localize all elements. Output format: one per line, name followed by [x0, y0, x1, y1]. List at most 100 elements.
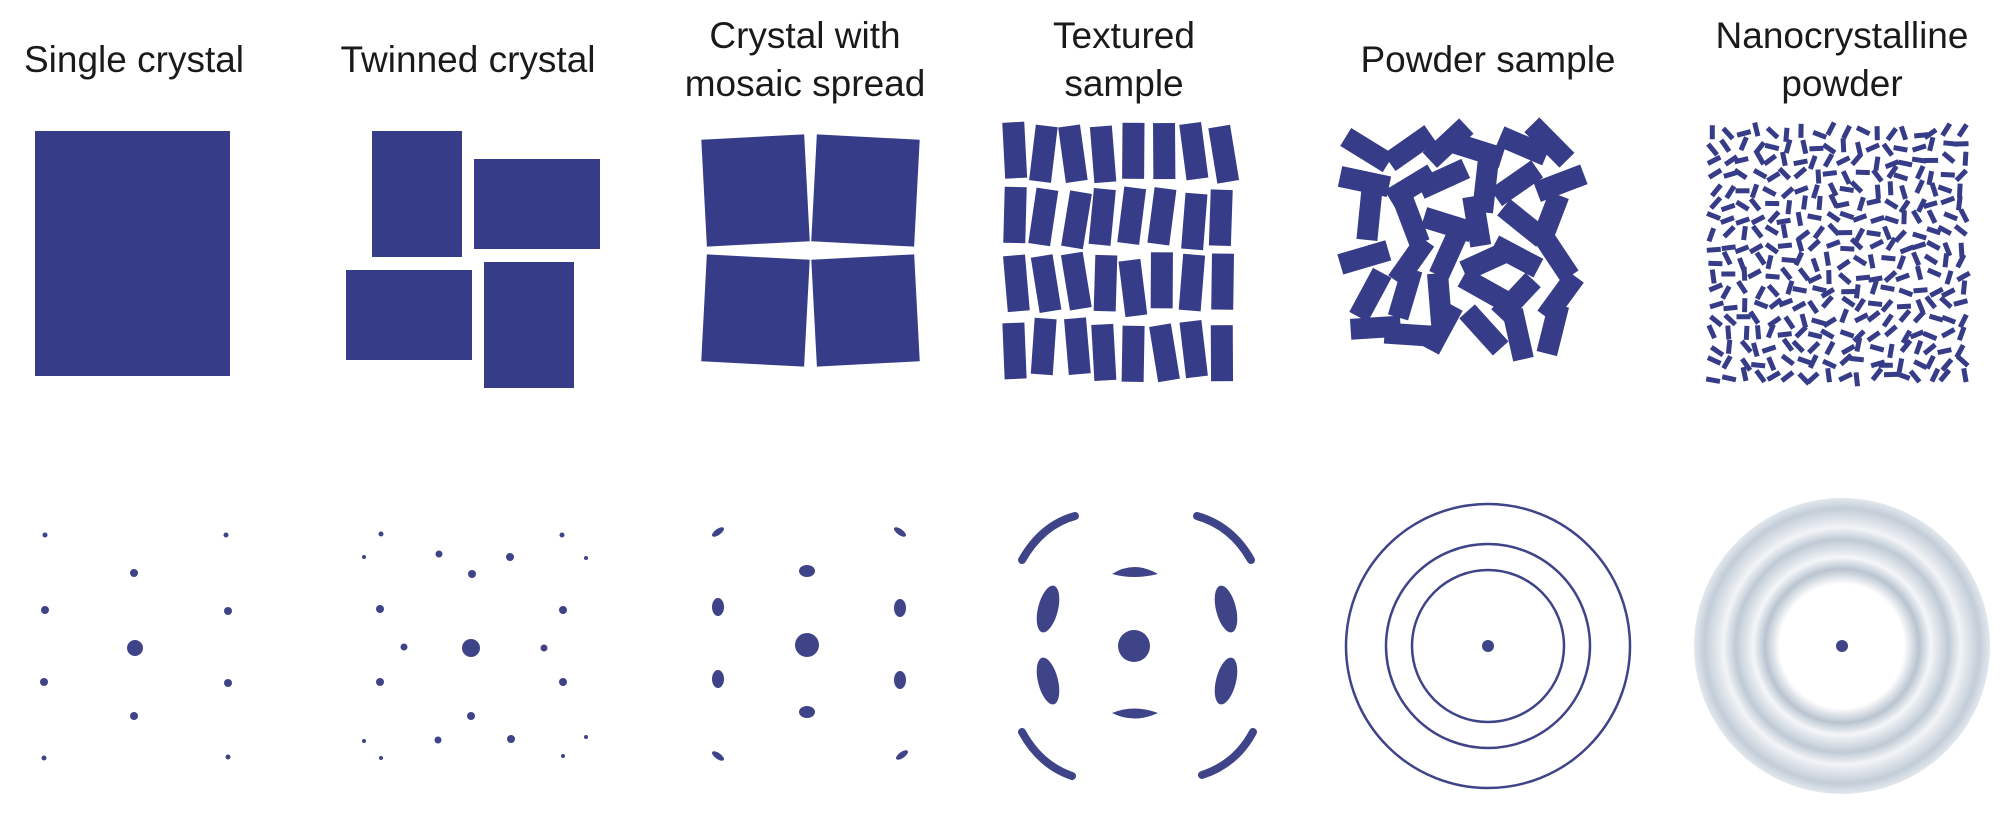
nanocrystal-grain	[1781, 257, 1796, 264]
nanocrystal-grain	[1754, 150, 1766, 166]
nanocrystal-grain	[1709, 196, 1723, 210]
textured-grain	[1153, 123, 1176, 180]
nanocrystal-grain	[1709, 300, 1725, 310]
nanocrystal-grain	[1826, 210, 1841, 223]
nanocrystal-grain	[1778, 297, 1794, 308]
nanocrystal-grain	[1764, 242, 1780, 255]
powder-grain	[1420, 300, 1463, 355]
nanocrystal-grain	[1721, 244, 1736, 252]
nanocrystal-grain	[1791, 300, 1807, 312]
nanocrystal-grain	[1754, 369, 1767, 384]
nanocrystal-grain	[1878, 362, 1893, 368]
powder-grain	[1457, 268, 1512, 311]
nanocrystal-grain	[1807, 354, 1819, 369]
nanocrystal-grain	[1750, 214, 1766, 226]
nanocrystal-grain	[1849, 237, 1864, 251]
textured-grain	[1089, 125, 1117, 184]
nanocrystal-grain	[1896, 358, 1905, 373]
nanocrystal-grain	[1816, 195, 1823, 211]
nanocrystal-grain	[1793, 185, 1809, 195]
nanocrystal-grain	[1807, 331, 1823, 340]
nanocrystal-grain	[1709, 125, 1715, 140]
nanocrystal-grain	[1822, 170, 1838, 177]
nanocrystal-grain	[1768, 297, 1783, 310]
nanocrystal-grain	[1734, 156, 1749, 165]
nanocrystal-grain	[1942, 253, 1950, 268]
nanocrystal-grain	[1897, 159, 1913, 168]
nanocrystal-grain	[1870, 367, 1884, 382]
powder-grain	[1502, 308, 1534, 362]
textured-grain	[1060, 251, 1092, 311]
nanocrystal-grain	[1721, 250, 1733, 266]
nanocrystal-grain	[1908, 369, 1922, 384]
nanocrystal-grain	[1870, 359, 1886, 369]
nanocrystal-grain	[1808, 154, 1818, 170]
nanocrystal-grain	[1791, 339, 1805, 354]
nanocrystal-grain	[1761, 344, 1777, 354]
nanocrystal-grain	[1944, 270, 1954, 285]
textured-grain	[1003, 186, 1027, 244]
nanocrystal-grain	[1826, 270, 1832, 285]
nanocrystal-grain	[1926, 170, 1935, 186]
nanocrystal-grain	[1734, 244, 1750, 255]
textured-grain	[1058, 124, 1088, 183]
powder-grain	[1392, 192, 1430, 247]
nanocrystal-grain	[1836, 258, 1851, 271]
powder-grain	[1462, 194, 1492, 248]
nanocrystalline-powder-grains	[1705, 121, 1971, 387]
nanocrystal-grain	[1896, 303, 1912, 310]
textured-grain	[1002, 121, 1028, 179]
mosaic-crystal-blocks	[701, 134, 920, 367]
powder-grain	[1383, 322, 1436, 347]
nanocrystal-grain	[1785, 280, 1795, 296]
nanocrystal-grain	[1870, 214, 1885, 225]
nanocrystal-grain	[1937, 224, 1953, 236]
nanocrystal-grain	[1869, 343, 1885, 353]
nanocrystal-grain	[1785, 199, 1793, 215]
nanocrystal-grain	[1741, 266, 1748, 281]
textured-grain	[1149, 323, 1180, 383]
nanocrystal-grain	[1792, 286, 1808, 294]
nanocrystal-grain	[1873, 156, 1881, 171]
powder-grain	[1496, 126, 1551, 166]
nanocrystal-grain	[1706, 211, 1722, 221]
nanocrystal-grain	[1706, 142, 1719, 157]
powder-grain	[1491, 272, 1541, 324]
nanocrystal-grain	[1911, 143, 1927, 153]
powder-grain	[1489, 235, 1544, 278]
nanocrystal-grain	[1750, 362, 1766, 369]
nanocrystal-grain	[1824, 340, 1836, 356]
textured-grain	[1064, 317, 1091, 376]
nanocrystal-grain	[1741, 225, 1748, 241]
nanocrystal-grain	[1837, 272, 1852, 286]
nanocrystal-grain	[1834, 200, 1850, 209]
nanocrystal-grain	[1765, 126, 1780, 140]
nanocrystal-grain	[1800, 139, 1809, 155]
nanocrystal-grain	[1733, 168, 1748, 180]
nanocrystal-grain	[1912, 231, 1927, 241]
nanocrystal-grain	[1856, 196, 1866, 212]
powder-sample-title: Powder sample	[1360, 39, 1616, 80]
nanocrystal-grain	[1883, 324, 1898, 338]
nanocrystal-grain	[1911, 156, 1927, 164]
nanocrystal-grain	[1752, 122, 1761, 137]
nanocrystal-grain	[1898, 199, 1911, 214]
nanocrystal-grain	[1780, 353, 1795, 367]
textured-grain	[1093, 254, 1118, 312]
nanocrystal-grain	[1754, 251, 1767, 266]
nanocrystal-grain	[1893, 145, 1908, 153]
nanocrystal-grain	[1805, 371, 1820, 385]
nanocrystal-grain	[1914, 179, 1925, 195]
nanocrystal-grain	[1780, 186, 1795, 200]
nanocrystal-grain	[1940, 171, 1955, 178]
nanocrystal-grain	[1807, 238, 1822, 252]
textured-grain	[1030, 317, 1057, 376]
nanocrystal-grain	[1720, 202, 1736, 213]
nanocrystal-grain	[1724, 184, 1737, 200]
nanocrystal-grain	[1751, 342, 1760, 358]
nanocrystal-grain	[1780, 266, 1793, 281]
nanocrystal-grain	[1780, 223, 1788, 239]
nanocrystal-grain	[1895, 371, 1911, 381]
nanocrystal-grain	[1798, 123, 1804, 138]
